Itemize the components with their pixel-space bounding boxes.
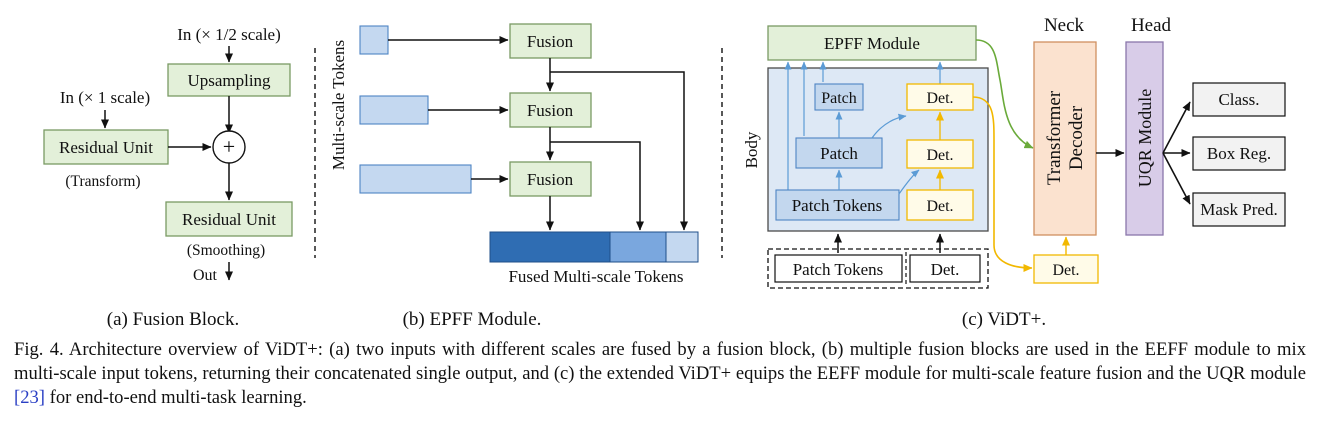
arrow-fusion1-to-output xyxy=(550,71,688,231)
det-label-mid: Det. xyxy=(926,147,953,164)
output-label: Out xyxy=(193,267,218,284)
det-input-label: Det. xyxy=(931,260,960,279)
arrow-tokens-to-det xyxy=(898,169,920,195)
fused-token-segment-small xyxy=(665,231,699,263)
figure-caption: Fig. 4. Architecture overview of ViDT+: … xyxy=(14,338,1306,410)
caption-c: (c) ViDT+. xyxy=(962,309,1046,330)
uqr-module-box xyxy=(1125,41,1164,236)
fused-token-segment-medium xyxy=(609,231,667,263)
caption-a: (a) Fusion Block. xyxy=(107,309,239,330)
patch-tokens-inner-label: Patch Tokens xyxy=(792,196,883,215)
input-group xyxy=(767,248,989,289)
det-label-bottom: Det. xyxy=(926,198,953,215)
upsampling-label: Upsampling xyxy=(187,71,271,90)
fusion-label-2: Fusion xyxy=(527,101,574,120)
residual-unit-transform-label: Residual Unit xyxy=(59,138,153,157)
token-large xyxy=(359,164,472,194)
residual-unit-smoothing-box xyxy=(165,201,293,237)
fusion-label-3: Fusion xyxy=(527,170,574,189)
arrow-patch-mid-to-det xyxy=(871,113,907,139)
det-input-box xyxy=(909,254,981,283)
multi-scale-tokens-label: Multi-scale Tokens xyxy=(329,40,348,170)
input-full-scale-label: In (× 1 scale) xyxy=(60,88,150,107)
fusion-label-1: Fusion xyxy=(527,32,574,51)
body-label: Body xyxy=(742,131,761,168)
decoder-label: Decoder xyxy=(1066,105,1087,170)
head-label: Head xyxy=(1131,15,1172,36)
residual-unit-transform-box xyxy=(43,129,169,165)
patch-tokens-input-label: Patch Tokens xyxy=(793,260,884,279)
plus-symbol: + xyxy=(223,134,235,159)
det-label-top: Det. xyxy=(926,90,953,107)
residual-unit-smoothing-label: Residual Unit xyxy=(182,210,276,229)
fused-token-segment-large xyxy=(489,231,611,263)
architecture-diagram: In (× 1/2 scale) Upsampling In (× 1 scal… xyxy=(43,15,1286,330)
citation-link[interactable]: [23] xyxy=(14,387,45,408)
transformer-label: Transformer xyxy=(1044,90,1065,185)
patch-small-label: Patch xyxy=(821,90,857,107)
class-box xyxy=(1192,82,1286,117)
patch-mid-box xyxy=(795,137,883,169)
caption-b: (b) EPFF Module. xyxy=(403,309,542,330)
epff-panel: Multi-scale Tokens Fusion Fusion Fusion … xyxy=(329,23,699,330)
det-box-bottom xyxy=(906,189,974,221)
fusion-block-panel: In (× 1/2 scale) Upsampling In (× 1 scal… xyxy=(43,25,293,330)
transform-note: (Transform) xyxy=(65,173,140,190)
patch-tokens-inner-box xyxy=(775,189,900,221)
arrow-epff-to-decoder xyxy=(975,39,1034,149)
arrow-uqr-to-mask xyxy=(1162,152,1191,205)
token-small xyxy=(359,25,389,55)
det-output-label: Det. xyxy=(1052,262,1079,279)
caption-text-end: for end-to-end multi-task learning. xyxy=(44,387,307,408)
token-medium xyxy=(359,95,429,125)
det-box-mid xyxy=(906,139,974,169)
box-reg-label: Box Reg. xyxy=(1207,144,1271,163)
patch-small-box xyxy=(814,83,864,111)
arrow-det-to-output-det xyxy=(972,96,1033,272)
input-half-scale-label: In (× 1/2 scale) xyxy=(177,25,281,44)
transformer-decoder-box xyxy=(1033,41,1097,236)
caption-text: Fig. 4. Architecture overview of ViDT+: … xyxy=(14,339,1306,384)
smoothing-note: (Smoothing) xyxy=(187,242,265,259)
fusion-box-2 xyxy=(509,92,592,128)
neck-label: Neck xyxy=(1044,15,1085,36)
fusion-box-3 xyxy=(509,161,592,197)
epff-module-label: EPFF Module xyxy=(824,34,920,53)
uqr-module-label: UQR Module xyxy=(1135,89,1155,188)
epff-module-box xyxy=(767,25,977,61)
arrow-uqr-to-class xyxy=(1162,101,1191,154)
mask-pred-label: Mask Pred. xyxy=(1200,200,1277,219)
patch-mid-label: Patch xyxy=(820,144,858,163)
fused-tokens-label: Fused Multi-scale Tokens xyxy=(508,267,683,286)
fusion-box-1 xyxy=(509,23,592,59)
det-output-box xyxy=(1033,254,1099,284)
mask-pred-box xyxy=(1192,192,1286,227)
arrow-fusion2-to-output xyxy=(550,141,644,231)
class-label: Class. xyxy=(1218,90,1259,109)
patch-tokens-input-box xyxy=(774,254,903,283)
box-reg-box xyxy=(1192,136,1286,171)
vidt-panel: EPFF Module Body Patch Patch Patch Token… xyxy=(742,15,1286,330)
